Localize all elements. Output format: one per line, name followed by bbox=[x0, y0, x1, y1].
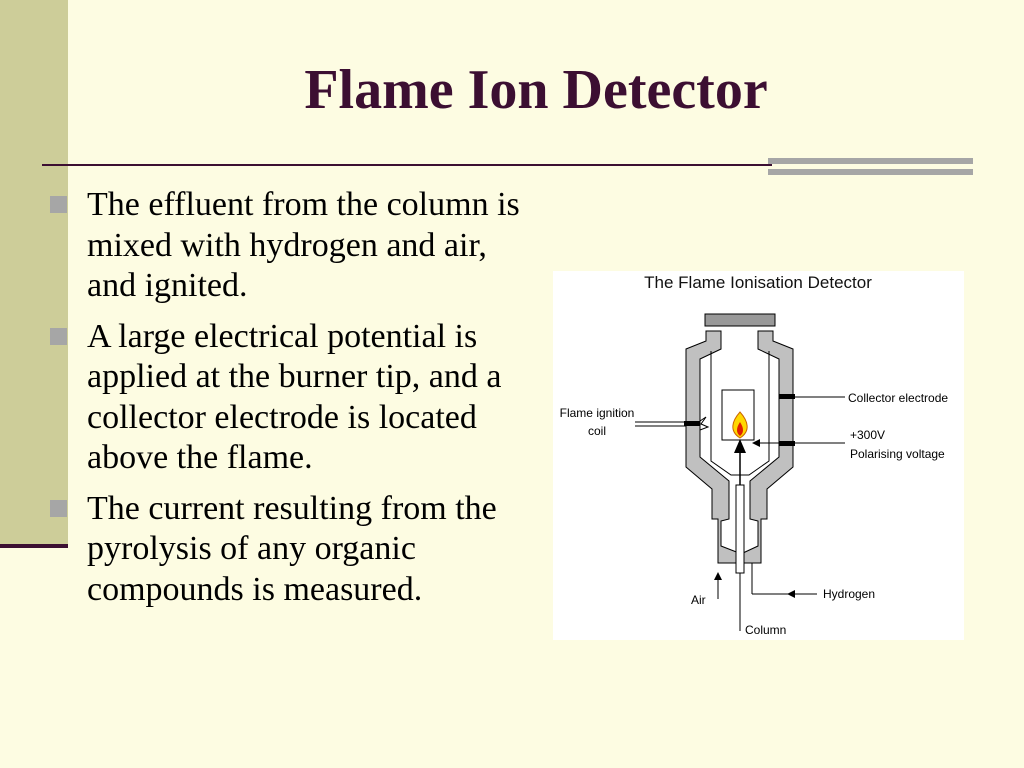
bullet-list: The effluent from the column is mixed wi… bbox=[48, 185, 528, 620]
burner-jet-arrow-icon bbox=[734, 439, 746, 453]
column-label: Column bbox=[745, 623, 786, 637]
ignition-contact bbox=[684, 421, 700, 426]
decor-bar-top bbox=[768, 158, 973, 164]
bullet-item: A large electrical potential is applied … bbox=[48, 317, 528, 479]
diagram-title: The Flame Ionisation Detector bbox=[644, 273, 872, 292]
ignition-label-2: coil bbox=[588, 424, 606, 438]
slide-title: Flame Ion Detector bbox=[304, 59, 768, 121]
collector-label: Collector electrode bbox=[848, 391, 948, 405]
square-bullet-icon bbox=[50, 196, 67, 213]
bullet-text: The effluent from the column is mixed wi… bbox=[87, 186, 520, 304]
left-decor-band bbox=[0, 0, 68, 548]
square-bullet-icon bbox=[50, 499, 67, 517]
ignition-coil-icon bbox=[699, 416, 710, 431]
detector-body-right bbox=[742, 330, 794, 564]
fid-diagram: The Flame Ionisation Detector bbox=[553, 271, 964, 640]
detector-body-left bbox=[685, 330, 740, 564]
ignition-label-1: Flame ignition bbox=[560, 406, 635, 420]
bullet-text: The current resulting from the pyrolysis… bbox=[87, 489, 497, 608]
hydrogen-label: Hydrogen bbox=[823, 587, 875, 601]
square-bullet-icon bbox=[50, 327, 67, 345]
voltage-label-2: Polarising voltage bbox=[850, 447, 945, 461]
decor-bar-bottom bbox=[768, 169, 973, 175]
bullet-item: The current resulting from the pyrolysis… bbox=[48, 489, 528, 611]
voltage-label-1: +300V bbox=[850, 428, 885, 442]
bullet-text: A large electrical potential is applied … bbox=[87, 317, 502, 477]
burner-jet bbox=[735, 484, 745, 574]
title-rule bbox=[42, 164, 772, 166]
collector-contact bbox=[779, 394, 795, 399]
left-decor-line bbox=[0, 544, 68, 548]
flame-core-icon bbox=[737, 422, 743, 436]
collector-cap bbox=[704, 313, 776, 327]
air-label: Air bbox=[691, 593, 706, 607]
bullet-item: The effluent from the column is mixed wi… bbox=[48, 185, 528, 307]
